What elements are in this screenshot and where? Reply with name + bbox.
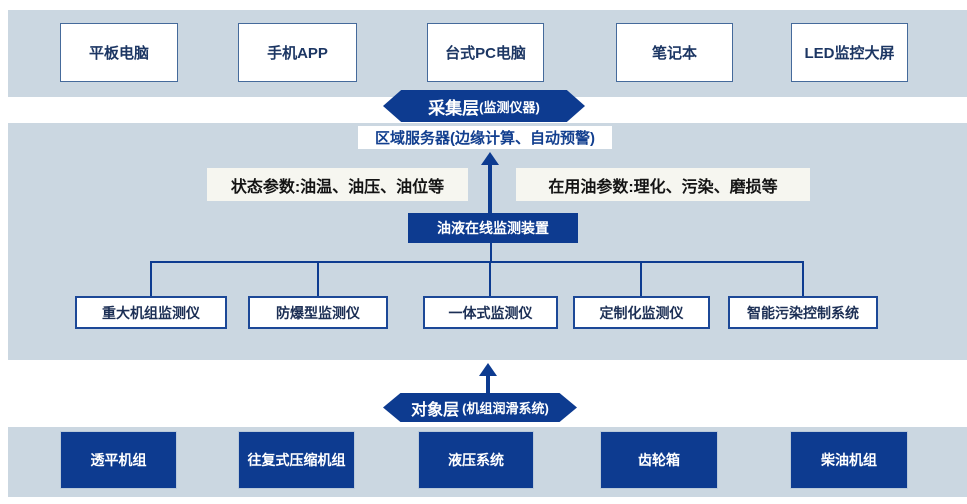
- connector-stub: [490, 243, 492, 262]
- collection-layer-title: 采集层: [428, 98, 480, 118]
- device-label: 平板电脑: [88, 45, 149, 62]
- equipment-box-diesel-unit: 柴油机组: [790, 431, 908, 489]
- object-layer-subtitle: (机组润滑系统): [462, 401, 549, 416]
- status-params-box: 状态参数:油温、油压、油位等: [207, 168, 468, 201]
- monitor-label: 防爆型监测仪: [276, 304, 360, 321]
- online-monitoring-device-box: 油液在线监测装置: [408, 213, 578, 243]
- device-box-laptop: 笔记本: [616, 23, 733, 82]
- connector-drop-3: [489, 263, 491, 296]
- equipment-label: 往复式压缩机组: [247, 452, 346, 468]
- equipment-box-turbine: 透平机组: [60, 431, 177, 489]
- equipment-box-hydraulic-system: 液压系统: [418, 431, 534, 489]
- equipment-label: 液压系统: [448, 452, 504, 468]
- equipment-label: 透平机组: [90, 452, 147, 468]
- connector-drop-5: [802, 263, 804, 296]
- device-label: 手机APP: [267, 45, 328, 62]
- connector-horizontal: [150, 261, 804, 263]
- device-box-desktop-pc: 台式PC电脑: [427, 23, 544, 82]
- device-box-led-screen: LED监控大屏: [791, 23, 908, 82]
- device-label: 台式PC电脑: [445, 45, 526, 62]
- device-label: LED监控大屏: [804, 45, 895, 62]
- device-box-mobile-app: 手机APP: [238, 23, 357, 82]
- collection-layer-pill: 采集层(监测仪器): [383, 90, 585, 122]
- connector-drop-4: [640, 263, 642, 296]
- regional-server-label: 区域服务器(边缘计算、自动预警): [375, 130, 595, 147]
- device-box-tablet: 平板电脑: [60, 23, 178, 82]
- monitor-box-explosion-proof: 防爆型监测仪: [248, 296, 388, 329]
- object-layer-pill: 对象层(机组润滑系统): [383, 393, 577, 422]
- equipment-label: 齿轮箱: [638, 452, 680, 468]
- equipment-label: 柴油机组: [821, 452, 877, 468]
- monitor-box-integrated: 一体式监测仪: [423, 296, 558, 329]
- monitor-box-major-units: 重大机组监测仪: [75, 296, 227, 329]
- connector-drop-2: [317, 263, 319, 296]
- oil-params-box: 在用油参数:理化、污染、磨损等: [516, 168, 810, 201]
- oil-params-label: 在用油参数:理化、污染、磨损等: [548, 178, 778, 196]
- monitor-box-pollution-control: 智能污染控制系统: [728, 296, 878, 329]
- monitor-label: 一体式监测仪: [448, 304, 533, 321]
- regional-server-box: 区域服务器(边缘计算、自动预警): [358, 126, 612, 149]
- device-label: 笔记本: [651, 45, 697, 62]
- monitor-label: 重大机组监测仪: [102, 304, 200, 321]
- equipment-box-gearbox: 齿轮箱: [600, 431, 718, 489]
- up-arrow-shaft: [488, 164, 492, 213]
- monitor-label: 定制化监测仪: [599, 304, 684, 321]
- connector-drop-1: [150, 263, 152, 296]
- status-params-label: 状态参数:油温、油压、油位等: [230, 178, 445, 196]
- up-arrow-icon: [481, 152, 499, 165]
- up-arrow-icon: [479, 363, 497, 376]
- equipment-box-reciprocating-compressor: 往复式压缩机组: [238, 431, 355, 489]
- monitor-label: 智能污染控制系统: [747, 304, 859, 321]
- up-arrow-shaft: [486, 375, 490, 393]
- online-monitoring-device-label: 油液在线监测装置: [437, 220, 549, 236]
- monitor-box-customized: 定制化监测仪: [573, 296, 710, 329]
- object-layer-title: 对象层: [411, 401, 460, 419]
- collection-layer-subtitle: (监测仪器): [479, 99, 540, 115]
